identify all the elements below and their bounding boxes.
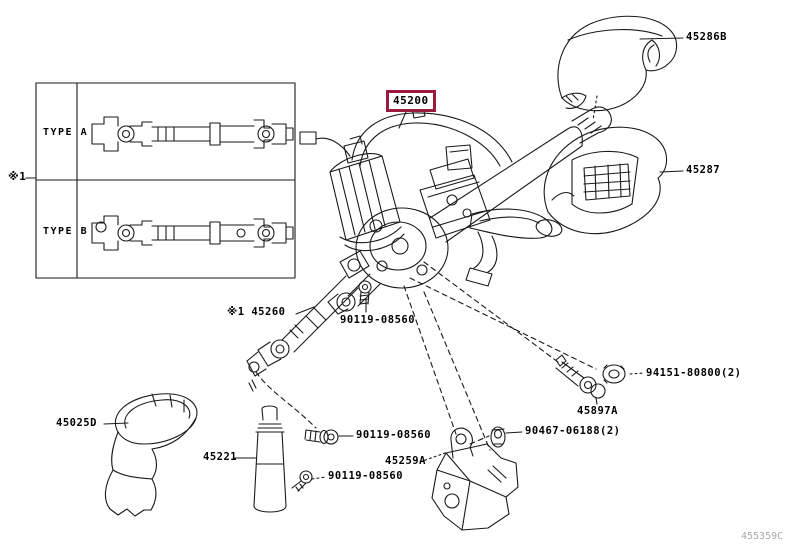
part-label-90119-08560-b[interactable]: 90119-08560 [356,429,432,441]
part-label-45259a[interactable]: 45259A [385,455,426,467]
type-b-shaft-drawing [91,215,294,251]
hole-cover-45025d-drawing [104,393,198,517]
part-label-90119-08560-c[interactable]: 90119-08560 [328,470,404,482]
table-label-type-b: TYPE B [43,226,89,237]
part-label-45260[interactable]: ※1 45260 [227,306,286,318]
part-label-90119-08560-a[interactable]: 90119-08560 [340,314,416,326]
part-label-45200[interactable]: 45200 [386,90,436,112]
table-label-type-a: TYPE A [43,127,89,138]
type-variant-table [35,82,296,279]
part-label-45287[interactable]: 45287 [686,164,721,176]
nut-94151-drawing [602,364,626,384]
part-label-45286b[interactable]: 45286B [686,31,727,43]
set-bolt-45897a-drawing [555,354,606,399]
part-label-90467-06188[interactable]: 90467-06188(2) [525,425,621,437]
lower-column-cover-drawing [543,126,668,235]
figure-code-watermark: 455359C [741,531,784,542]
bolt-90119-b-drawing [304,429,339,445]
intermediate-shaft-45260-drawing [246,250,370,392]
part-label-94151-80800[interactable]: 94151-80800(2) [646,367,742,379]
main-column-assembly-drawing [299,105,612,315]
part-label-45897a[interactable]: 45897A [577,405,618,417]
note-marker: ※1 [8,170,27,183]
dust-cover-45221-drawing [253,405,287,513]
clip-90467-drawing [490,426,506,448]
bolt-90119-a-drawing [358,280,372,305]
bolt-90119-c-drawing [291,470,313,492]
upper-column-cover-drawing [557,15,678,121]
part-label-45221[interactable]: 45221 [203,451,238,463]
part-label-45025d[interactable]: 45025D [56,417,97,429]
leader-lines [25,37,684,480]
